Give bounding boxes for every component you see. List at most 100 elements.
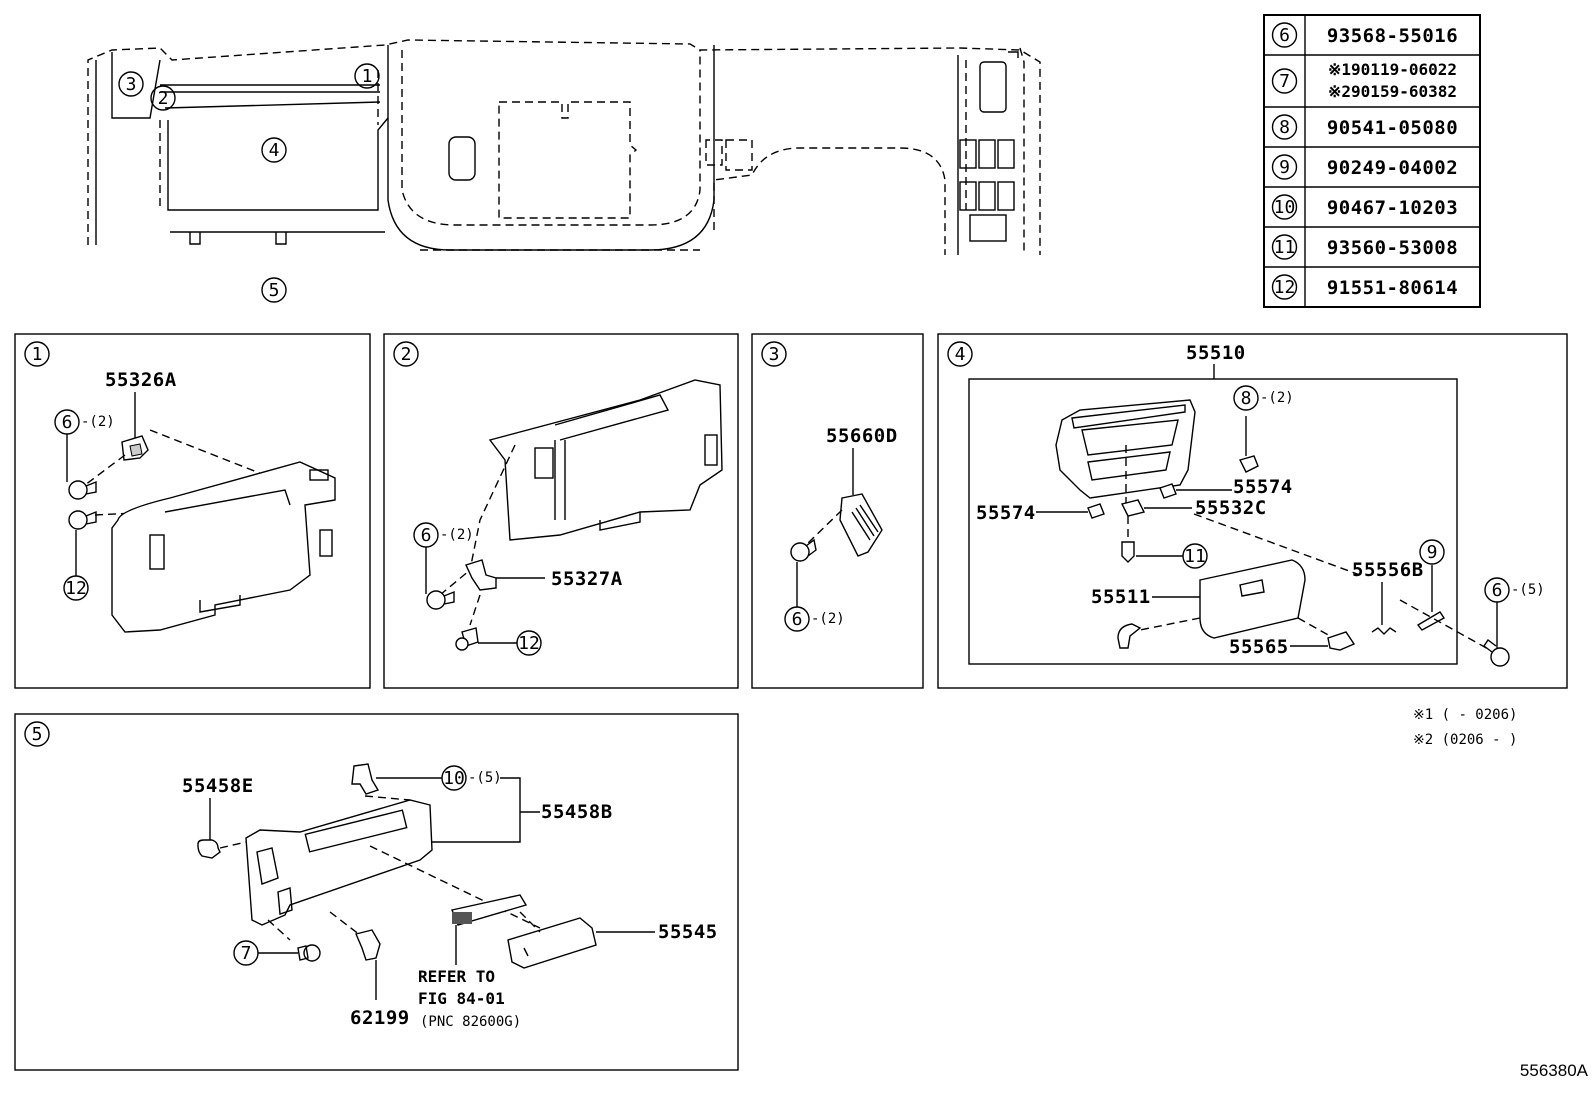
screw-7 <box>297 944 321 962</box>
legend-row: 9 90249-04002 <box>1264 146 1480 180</box>
fastener-6 <box>426 590 455 610</box>
svg-text:-(5): -(5) <box>468 770 502 786</box>
svg-text:6: 6 <box>62 412 73 433</box>
detail-panel-2: 2 55327A 6 -(2) 12 <box>383 333 739 689</box>
legend-callout-circle <box>1271 114 1298 140</box>
part-55574-left: 55574 <box>976 502 1036 524</box>
legend-callout-number: 12 <box>1274 277 1296 298</box>
overview-callout-3: 3 <box>118 71 144 97</box>
note-1: ※1 ( - 0206) <box>1413 707 1517 723</box>
figure-id: 556380A <box>1520 1061 1589 1080</box>
overview-callout-1: 1 <box>354 63 380 89</box>
svg-text:-(2): -(2) <box>1260 390 1294 406</box>
panel-4-callout-6: 6 -(5) <box>1484 577 1545 648</box>
legend-callout-circle <box>1271 22 1298 48</box>
legend-part-number: 90249-04002 <box>1327 157 1458 179</box>
legend-part-number: ※190119-06022 <box>1328 60 1457 79</box>
detail-panel-4: 4 55510 8 -(2) 55574 55574 55532C <box>937 333 1568 689</box>
panel-5-number: 5 <box>24 721 50 747</box>
part-55660d: 55660D <box>826 425 898 447</box>
fastener-6 <box>68 480 97 500</box>
svg-text:6: 6 <box>792 609 803 630</box>
legend-row: 7 ※190119-06022 ※290159-60382 <box>1264 54 1480 101</box>
legend-part-number: 91551-80614 <box>1327 277 1458 299</box>
panel-5-callout-10: 10 -(5) <box>441 765 502 791</box>
dashboard-overview: 1 2 3 4 5 <box>87 39 1041 303</box>
svg-text:2: 2 <box>158 88 169 109</box>
part-55458b: 55458B <box>541 801 613 823</box>
svg-text:4: 4 <box>955 344 966 365</box>
detail-panel-3: 3 55660D 6 -(2) <box>751 333 924 689</box>
svg-text:1: 1 <box>32 344 43 365</box>
legend-row: 12 91551-80614 <box>1264 266 1480 300</box>
legend-callout-number: 6 <box>1279 25 1290 46</box>
legend-row: 6 93568-55016 <box>1271 22 1458 48</box>
screw-6 <box>1483 638 1510 667</box>
part-number-table: 6 93568-55016 7 ※190119-06022 ※290159-60382 8… <box>1263 14 1481 308</box>
refer-fig-label: FIG 84-01 <box>418 989 505 1008</box>
overview-callout-2: 2 <box>150 85 176 111</box>
bolt-8 <box>1238 416 1259 473</box>
legend-callout-number: 11 <box>1274 237 1296 258</box>
legend-part-number: 90541-05080 <box>1327 117 1458 139</box>
svg-text:10: 10 <box>443 768 465 789</box>
panel-1-callout-12: 12 <box>63 530 89 601</box>
part-55511: 55511 <box>1091 586 1151 608</box>
panel-1-callout-6: 6 -(2) <box>54 409 115 482</box>
svg-text:11: 11 <box>1184 546 1206 567</box>
overview-callout-5: 5 <box>261 277 287 303</box>
detail-panel-1: 1 55326A 6 -(2) 12 <box>14 333 371 689</box>
svg-text:4: 4 <box>269 140 280 161</box>
svg-text:2: 2 <box>401 344 412 365</box>
legend-callout-number: 10 <box>1274 197 1296 218</box>
svg-text:3: 3 <box>769 344 780 365</box>
svg-text:12: 12 <box>65 578 87 599</box>
part-62199: 62199 <box>350 1007 410 1029</box>
panel-4-number: 4 <box>947 341 973 367</box>
svg-text:6: 6 <box>1492 580 1503 601</box>
legend-callout-circle <box>1271 154 1298 180</box>
panel-4-callout-11: 11 <box>1182 543 1208 569</box>
svg-text:12: 12 <box>518 633 540 654</box>
legend-callout-circle <box>1271 234 1298 260</box>
svg-text:7: 7 <box>241 943 252 964</box>
legend-part-number: ※290159-60382 <box>1328 82 1457 101</box>
svg-text:9: 9 <box>1427 542 1438 563</box>
panel-4-callout-8: 8 -(2) <box>1233 385 1294 411</box>
svg-text:6: 6 <box>421 525 432 546</box>
legend-row: 8 90541-05080 <box>1264 106 1480 140</box>
panel-2-callout-12: 12 <box>478 630 542 656</box>
panel-3-callout-6: 6 -(2) <box>784 562 845 632</box>
svg-text:1: 1 <box>362 66 373 87</box>
legend-callout-circle <box>1271 68 1298 94</box>
part-55510: 55510 <box>1186 342 1246 364</box>
legend-row: 10 90467-10203 <box>1264 186 1480 220</box>
svg-text:-(2): -(2) <box>81 414 115 430</box>
legend-callout-circle <box>1271 194 1298 220</box>
panel-5-callout-7: 7 <box>233 940 259 966</box>
part-55458e: 55458E <box>182 775 254 797</box>
part-55532c: 55532C <box>1195 497 1267 519</box>
detail-panel-5: 5 10 -(5) 55458B 55458E <box>14 713 739 1071</box>
fastener-6 <box>790 538 817 562</box>
overview-callout-4: 4 <box>261 137 287 163</box>
svg-text:3: 3 <box>126 74 137 95</box>
legend-callout-number: 9 <box>1279 157 1290 178</box>
legend-callout-number: 7 <box>1279 71 1290 92</box>
legend-part-number: 90467-10203 <box>1327 197 1458 219</box>
refer-to-label: REFER TO <box>418 967 495 986</box>
fastener-12 <box>455 627 479 651</box>
svg-text:-(2): -(2) <box>440 527 474 543</box>
part-55574-right: 55574 <box>1233 476 1293 498</box>
part-55556b: 55556B <box>1352 559 1424 581</box>
legend-callout-number: 8 <box>1279 117 1290 138</box>
fastener-12 <box>68 510 97 530</box>
part-55327a: 55327A <box>551 568 623 590</box>
panel-3-number: 3 <box>761 341 787 367</box>
svg-text:5: 5 <box>269 280 280 301</box>
legend-part-number: 93568-55016 <box>1327 25 1458 47</box>
svg-text:8: 8 <box>1241 388 1252 409</box>
legend-callout-circle <box>1271 274 1298 300</box>
